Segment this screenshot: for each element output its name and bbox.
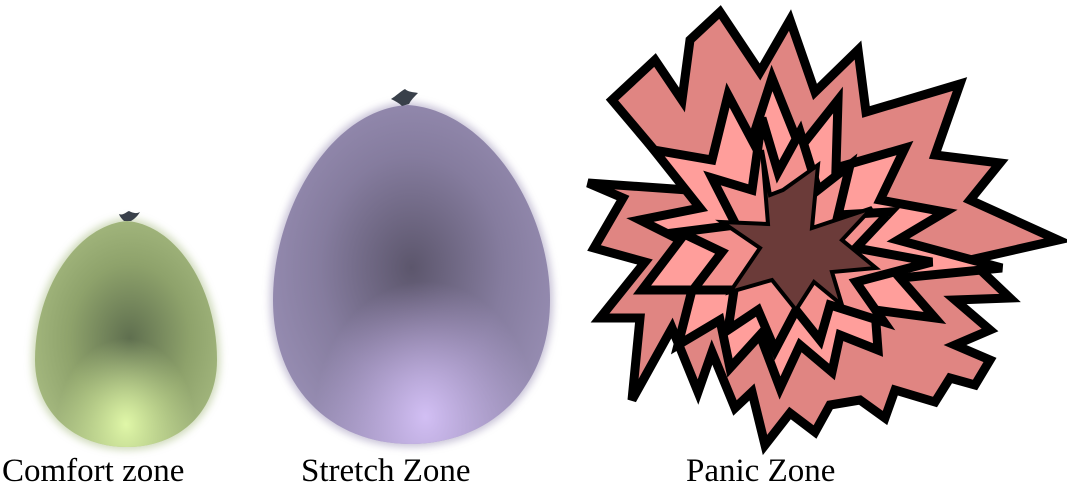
balloon-small-icon [32,211,220,450]
stretch-zone-label: Stretch Zone [301,451,471,491]
burst-explosion-icon [588,12,1058,445]
panic-zone-label: Panic Zone [686,451,835,491]
comfort-zone-label: Comfort zone [2,451,184,491]
balloon-large-icon [270,89,553,447]
